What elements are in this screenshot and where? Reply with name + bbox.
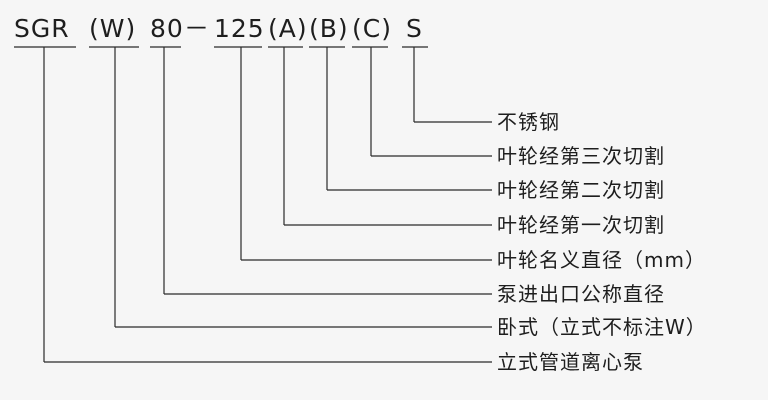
desc-port-diameter: 泵进出口公称直径 (497, 282, 665, 306)
code-w: (W) (89, 14, 137, 43)
desc-impeller-diameter: 叶轮名义直径（mm） (497, 248, 706, 272)
code-a: (A) (268, 14, 308, 43)
code-c: (C) (352, 14, 392, 43)
desc-impeller-cut-3: 叶轮经第三次切割 (497, 144, 665, 168)
code-sgr: SGR (14, 14, 70, 43)
code-dash: － (184, 14, 211, 43)
code-b: (B) (309, 14, 349, 43)
code-s: S (406, 14, 423, 43)
code-80: 80 (150, 14, 184, 43)
code-125: 125 (214, 14, 265, 43)
desc-vertical-pipeline-pump: 立式管道离心泵 (497, 350, 644, 374)
desc-horizontal: 卧式（立式不标注W） (497, 315, 707, 339)
desc-impeller-cut-1: 叶轮经第一次切割 (497, 213, 665, 237)
desc-impeller-cut-2: 叶轮经第二次切割 (497, 178, 665, 202)
desc-stainless-steel: 不锈钢 (497, 110, 560, 134)
